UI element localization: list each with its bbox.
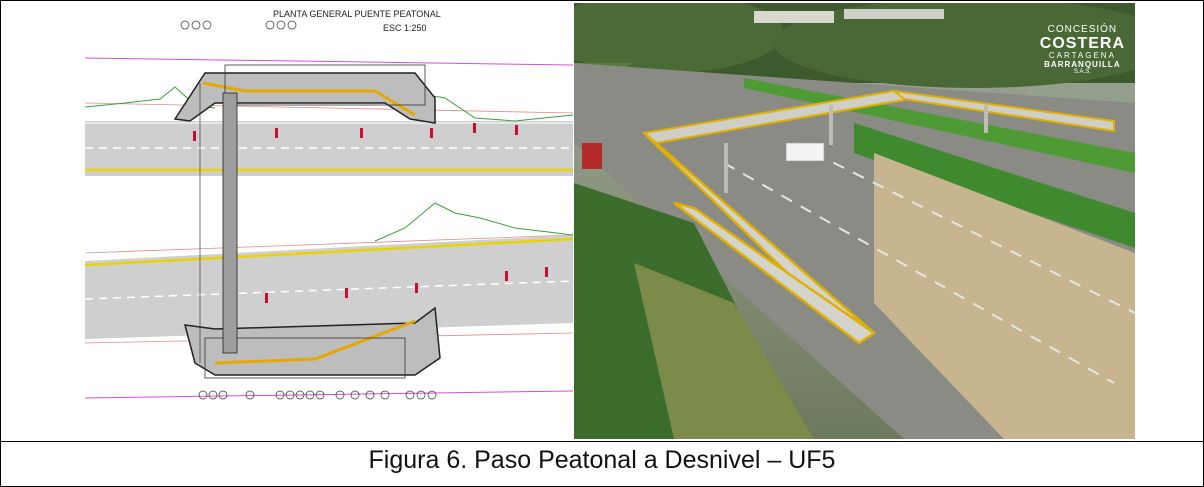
caption-divider (0, 441, 1204, 442)
plan-scale: ESC 1:250 (383, 23, 427, 33)
figure-caption: Figura 6. Paso Peatonal a Desnivel – UF5 (368, 446, 836, 474)
logo-line4: BARRANQUILLA (1044, 59, 1121, 69)
aerial-photo: CONCESIÓN COSTERA CARTAGENA BARRANQUILLA… (574, 3, 1135, 439)
logo-line5: S.A.S. (1073, 69, 1091, 76)
concession-logo: CONCESIÓN COSTERA CARTAGENA BARRANQUILLA… (1039, 24, 1125, 76)
plan-drawing: PLANTA GENERAL PUENTE PEATONAL ESC 1:250 (85, 3, 573, 439)
logo-line2: COSTERA (1039, 34, 1125, 52)
logo-line1: CONCESIÓN (1047, 24, 1118, 35)
plan-title: PLANTA GENERAL PUENTE PEATONAL (273, 9, 441, 19)
logo-line3: CARTAGENA (1048, 51, 1116, 61)
